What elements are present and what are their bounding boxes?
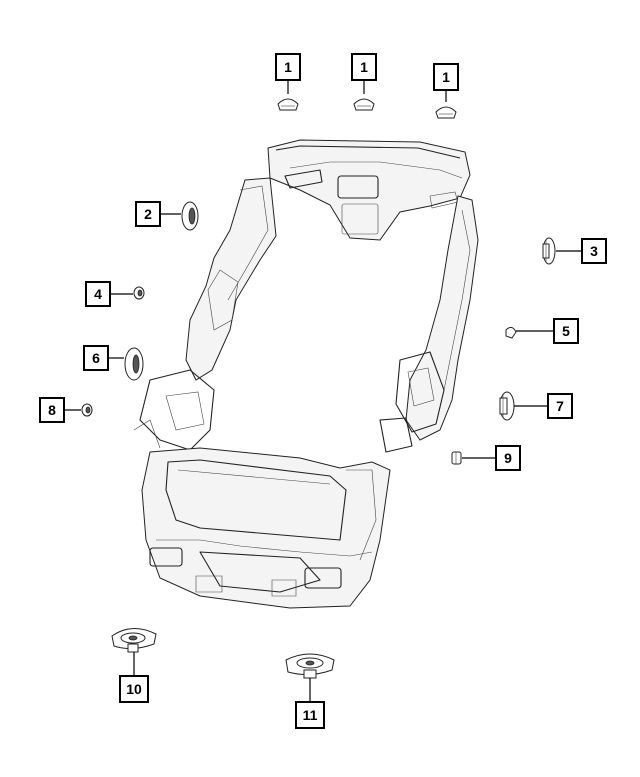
callout-11-label: 11 xyxy=(303,707,318,723)
callout-9: 9 xyxy=(495,445,521,471)
part-11-speaker xyxy=(285,653,335,679)
part-8-tweeter xyxy=(81,403,93,417)
callout-6: 6 xyxy=(83,345,109,371)
callout-1a-label: 1 xyxy=(284,59,292,75)
part-7-speaker xyxy=(499,391,515,421)
leader-lines xyxy=(64,80,582,702)
callout-1c-label: 1 xyxy=(442,69,450,85)
callout-5-label: 5 xyxy=(562,323,570,339)
callout-8-label: 8 xyxy=(48,402,56,418)
callout-3-label: 3 xyxy=(590,243,598,259)
callout-10: 10 xyxy=(119,675,149,703)
callout-10-label: 10 xyxy=(126,681,142,697)
callout-3: 3 xyxy=(581,238,607,264)
callout-11: 11 xyxy=(295,701,325,729)
callout-5: 5 xyxy=(553,318,579,344)
callout-6-label: 6 xyxy=(92,350,100,366)
part-1-tweeter-b xyxy=(353,98,375,111)
part-2-speaker xyxy=(181,201,199,231)
part-10-speaker xyxy=(111,628,157,653)
part-1-tweeter-c xyxy=(435,106,457,119)
callout-8: 8 xyxy=(39,397,65,423)
part-5-tweeter xyxy=(505,326,517,339)
callout-7-label: 7 xyxy=(556,398,564,414)
callout-7: 7 xyxy=(547,393,573,419)
part-1-tweeter-a xyxy=(277,98,299,111)
part-9-tweeter xyxy=(451,451,462,465)
part-4-tweeter xyxy=(133,286,145,300)
part-3-speaker xyxy=(542,237,556,265)
callout-2: 2 xyxy=(135,201,161,227)
part-6-speaker xyxy=(124,347,144,381)
callout-1b: 1 xyxy=(351,53,377,81)
vehicle-interior-body xyxy=(133,139,479,609)
callout-4: 4 xyxy=(85,281,111,307)
callout-2-label: 2 xyxy=(144,206,152,222)
callout-1a: 1 xyxy=(275,53,301,81)
callout-4-label: 4 xyxy=(94,286,102,302)
callout-1b-label: 1 xyxy=(360,59,368,75)
callout-9-label: 9 xyxy=(504,450,512,466)
callout-1c: 1 xyxy=(433,63,459,91)
